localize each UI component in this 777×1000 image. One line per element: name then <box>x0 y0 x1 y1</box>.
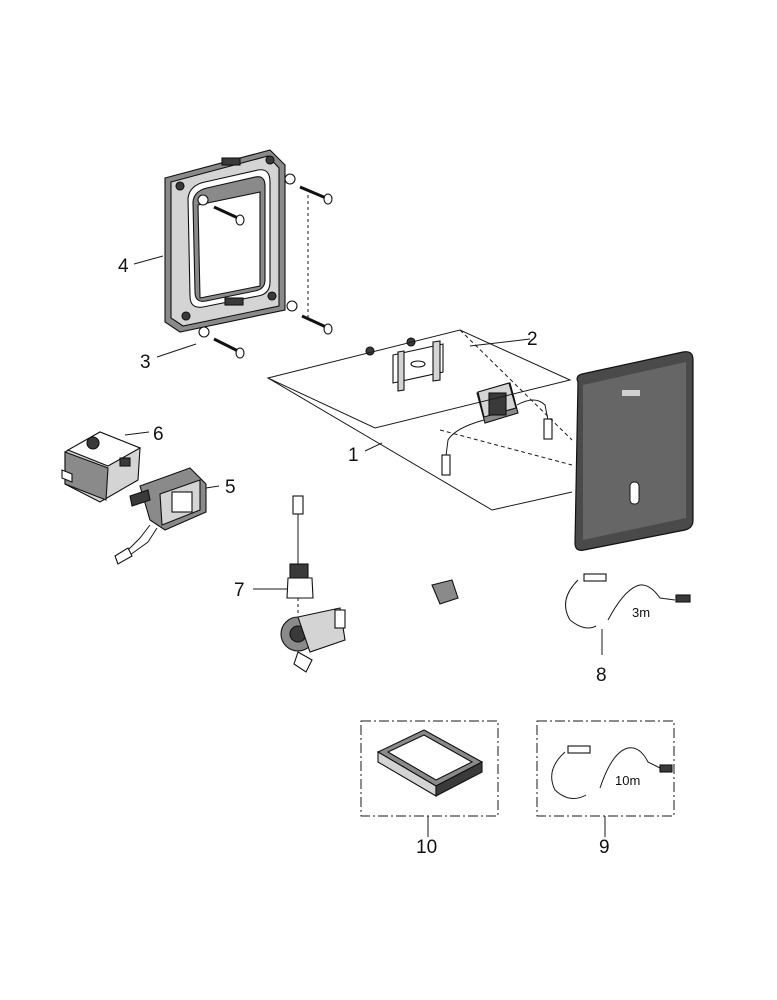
leader-lines <box>124 255 606 837</box>
label-part-7: 7 <box>234 580 245 601</box>
label-part-1: 1 <box>348 445 359 466</box>
solenoid-valve <box>280 495 459 673</box>
screw-top-right <box>284 173 333 205</box>
cover-plate <box>574 351 694 551</box>
label-part-10: 10 <box>416 837 437 858</box>
fixing-screws <box>197 173 333 359</box>
bracket <box>365 337 444 392</box>
cable-3m <box>565 573 691 629</box>
part-labels: 1 2 3 4 5 6 7 8 9 10 3m 10m <box>118 256 650 858</box>
label-cable-10m: 10m <box>615 773 640 788</box>
mounting-frame <box>164 149 286 333</box>
junction-box <box>61 431 142 503</box>
transformer <box>114 467 207 565</box>
label-part-2: 2 <box>527 329 538 350</box>
label-part-8: 8 <box>596 665 607 686</box>
screw-bottom-left <box>198 326 245 359</box>
remote-control-box <box>360 720 499 817</box>
screw-top-left <box>197 194 245 226</box>
label-part-5: 5 <box>225 477 236 498</box>
label-part-4: 4 <box>118 256 129 277</box>
electronic-module <box>441 382 553 476</box>
label-cable-3m: 3m <box>632 605 650 620</box>
label-part-3: 3 <box>140 352 151 373</box>
screw-bottom-right <box>286 300 333 335</box>
label-part-9: 9 <box>599 837 610 858</box>
cable-10m-box <box>536 720 675 817</box>
label-part-6: 6 <box>153 424 164 445</box>
